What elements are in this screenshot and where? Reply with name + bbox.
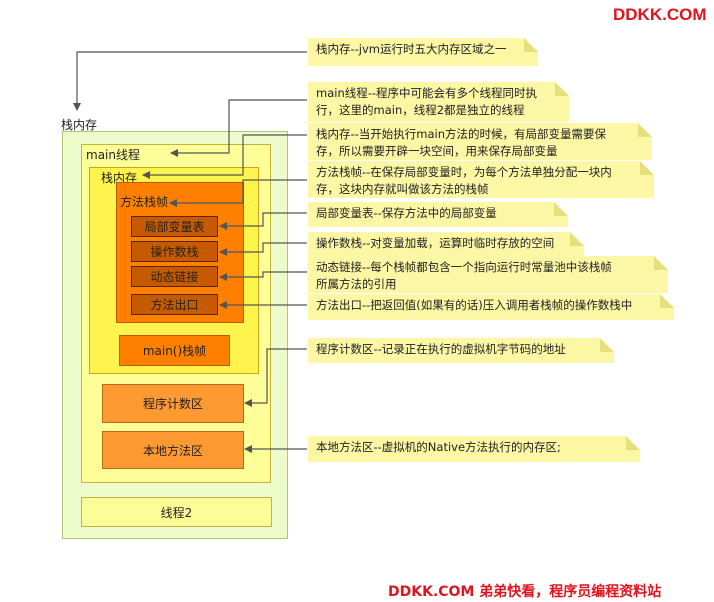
note-pc-register: 程序计数区--记录正在执行的虚拟机字节码的地址 [308,338,614,363]
note-stack-memory-inner: 栈内存--当开始执行main方法的时候，有局部变量需要保存，所以需要开辟一块空间… [308,123,652,160]
connector-stack-memory-outer [73,51,307,111]
note-dynamic-link: 动态链接--每个栈帧都包含一个指向运行时常量池中该栈帧所属方法的引用 [308,256,668,293]
stack-memory-inner-label: 栈内存 [101,171,138,185]
main-frame-box: main()栈帧 [119,335,230,366]
main-thread-label: main线程 [86,148,140,162]
connector-main-thread [170,99,307,157]
connector-local-var-table [219,212,307,230]
note-main-thread: main线程--程序中可能会有多个线程同时执行，这里的main，线程2都是独立的… [308,82,569,122]
native-method-box: 本地方法区 [102,431,244,469]
note-method-frame: 方法栈帧--在保存局部变量时，为每个方法单独分配一块内存，这块内存就叫做该方法的… [308,161,654,198]
note-local-var-table: 局部变量表--保存方法中的局部变量 [308,202,568,227]
connector-pc-register [244,348,307,407]
method-frame-label: 方法栈帧 [120,195,169,209]
note-stack-memory: 栈内存--jvm运行时五大内存区域之一 [308,38,538,66]
dynamic-link-box: 动态链接 [131,266,218,287]
method-exit-box: 方法出口 [131,294,218,315]
connector-operand-stack [219,242,307,256]
operand-stack-box: 操作数栈 [131,241,218,262]
local-var-table-box: 局部变量表 [131,216,218,237]
connector-dynamic-link [219,271,307,281]
note-method-exit: 方法出口--把返回值(如果有的话)压入调用者栈帧的操作数栈中 [308,294,674,320]
note-operand-stack: 操作数栈--对变量加载，运算时临时存放的空间 [308,232,584,256]
watermark-top: DDKK.COM [613,5,707,24]
connector-method-frame [169,179,307,207]
watermark-bottom: DDKK.COM 弟弟快看，程序员编程资料站 [388,584,662,600]
note-native-method: 本地方法区--虚拟机的Native方法执行的内存区; [308,436,640,462]
thread2-box: 线程2 [81,497,272,527]
stack-memory-outer-label: 栈内存 [61,118,98,132]
connector-stack-memory-inner [142,134,307,179]
pc-register-box: 程序计数区 [102,384,244,423]
